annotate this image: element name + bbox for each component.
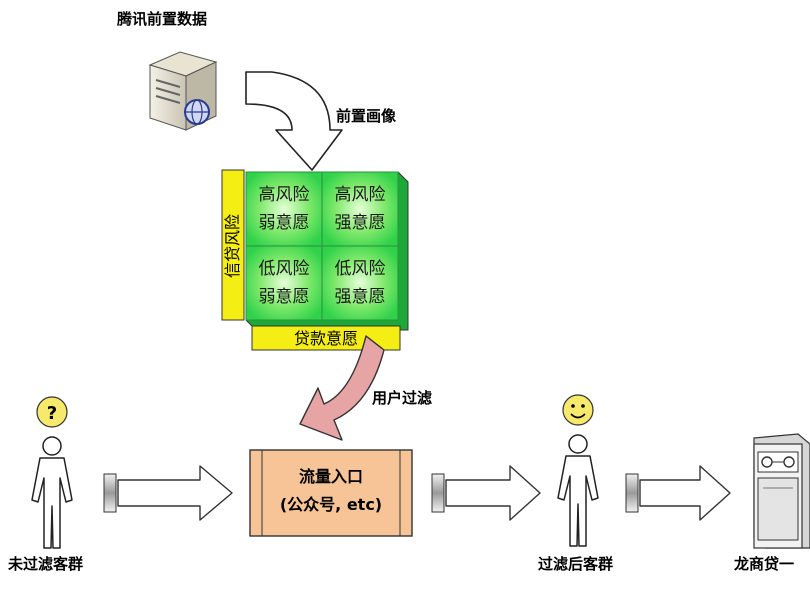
user-filter-arrow	[299, 335, 385, 441]
matrix-cell: 高风险 强意愿	[321, 171, 399, 247]
filtered-customers-label: 过滤后客群	[538, 555, 614, 573]
pre-portrait-arrow	[245, 71, 343, 171]
source-title: 腾讯前置数据	[117, 10, 208, 28]
svg-text:高风险: 高风险	[259, 185, 310, 205]
partner-machine-icon	[753, 433, 810, 549]
bottom-axis-label: 贷款意愿	[294, 329, 358, 348]
entry-subtitle: (公众号, etc)	[280, 495, 382, 514]
flow-arrow	[103, 465, 233, 521]
unfiltered-person-icon	[31, 436, 73, 549]
side-axis-label: 信贷风险	[223, 214, 242, 278]
svg-text:高风险: 高风险	[335, 185, 386, 205]
server-icon	[148, 51, 218, 131]
matrix-cell: 高风险 弱意愿	[245, 171, 323, 247]
pre-portrait-label: 前置画像	[336, 107, 397, 125]
question-badge-icon: ?	[36, 396, 68, 428]
risk-matrix: 信贷风险 贷款意愿 高风险 弱意愿 高风险 强意愿 低风险 弱意愿 低风险 强意…	[221, 169, 409, 351]
unfiltered-customers-label: 未过滤客群	[8, 555, 84, 573]
svg-text:强意愿: 强意愿	[335, 287, 386, 307]
traffic-entry-box: 流量入口 (公众号, etc)	[249, 449, 413, 537]
flow-arrow	[625, 465, 731, 521]
svg-text:弱意愿: 弱意愿	[259, 213, 310, 233]
filtered-person-icon	[557, 434, 599, 547]
entry-title: 流量入口	[299, 467, 363, 486]
user-filter-label: 用户过滤	[372, 389, 433, 407]
matrix-cell: 低风险 弱意愿	[245, 245, 323, 321]
svg-text:?: ?	[47, 403, 57, 424]
svg-text:强意愿: 强意愿	[335, 213, 386, 233]
matrix-cell: 低风险 强意愿	[321, 245, 399, 321]
smiley-badge-icon	[562, 394, 594, 426]
flow-arrow	[431, 465, 541, 521]
svg-text:低风险: 低风险	[259, 259, 310, 279]
svg-text:弱意愿: 弱意愿	[259, 287, 310, 307]
svg-text:低风险: 低风险	[335, 259, 386, 279]
partner-label: 龙商贷一	[734, 555, 795, 573]
